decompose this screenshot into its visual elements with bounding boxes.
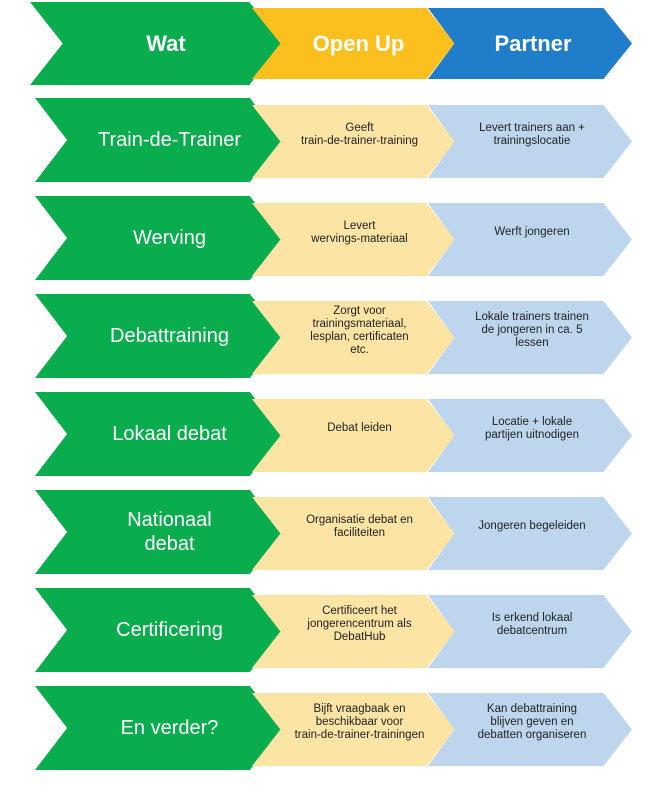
- chevron-wat: Werving: [35, 196, 282, 280]
- header-wat: Wat: [30, 2, 282, 85]
- chevron-partner: Is erkend lokaal debatcentrum: [428, 595, 632, 668]
- chevron-partner: Lokale trainers trainen de jongeren in c…: [428, 301, 632, 374]
- partner-text: Lokale trainers trainen de jongeren in c…: [475, 311, 589, 349]
- chevron-wat: Debattraining: [35, 294, 282, 378]
- chevron-wat: En verder?: [35, 686, 282, 770]
- chevron-open-up: Levert wervings-materiaal: [252, 203, 455, 276]
- chevron-wat: Nationaal debat: [35, 490, 282, 574]
- open-up-text: Levert wervings-materiaal: [311, 219, 408, 245]
- chevron-open-up: Geeft train-de-trainer-training: [252, 105, 455, 178]
- partner-text: Locatie + lokale partijen uitnodigen: [485, 415, 579, 441]
- header-wat-label: Wat: [146, 30, 186, 56]
- header-partner-label: Partner: [494, 31, 572, 56]
- wat-text: Lokaal debat: [112, 423, 227, 445]
- chevron-open-up: Bijft vraagbaak en beschikbaar voor trai…: [252, 693, 455, 766]
- chevron-open-up: Certificeert het jongerencentrum als Deb…: [252, 595, 455, 668]
- partner-text: Is erkend lokaal debatcentrum: [491, 611, 573, 637]
- chevron-wat: Certificering: [35, 588, 282, 672]
- wat-text: En verder?: [120, 717, 219, 739]
- wat-text: Train-de-Trainer: [98, 129, 241, 151]
- wat-text: Debattraining: [110, 325, 229, 347]
- open-up-text: Bijft vraagbaak en beschikbaar voor trai…: [294, 703, 425, 741]
- chevron-partner: Locatie + lokale partijen uitnodigen: [428, 399, 632, 472]
- wat-text: Werving: [133, 227, 206, 249]
- chevron-partner: Levert trainers aan + trainingslocatie: [428, 105, 632, 178]
- chevron-open-up: Debat leiden: [252, 399, 455, 472]
- chevron-wat: Lokaal debat: [35, 392, 282, 476]
- chevron-partner: Werft jongeren: [428, 203, 632, 276]
- chevron-partner: Jongeren begeleiden: [428, 497, 632, 570]
- open-up-text: Zorgt voor trainingsmateriaal, lesplan, …: [310, 304, 409, 356]
- header-open-up: Open Up: [252, 8, 455, 79]
- chevron-wat: Train-de-Trainer: [35, 98, 282, 182]
- wat-text: Nationaal debat: [127, 509, 212, 555]
- open-up-text: Certificeert het jongerencentrum als Deb…: [307, 605, 412, 643]
- header-partner: Partner: [428, 8, 632, 79]
- partner-text: Jongeren begeleiden: [478, 520, 586, 532]
- open-up-text: Geeft train-de-trainer-training: [301, 121, 418, 147]
- chevron-partner: Kan debattraining blijven geven en debat…: [428, 693, 632, 766]
- partner-text: Levert trainers aan + trainingslocatie: [479, 121, 585, 147]
- header-open-up-label: Open Up: [312, 31, 405, 56]
- partner-text: Kan debattraining blijven geven en debat…: [477, 703, 587, 741]
- partner-text: Werft jongeren: [494, 226, 570, 238]
- chevron-open-up: Organisatie debat en faciliteiten: [252, 497, 455, 570]
- chevron-open-up: Zorgt voor trainingsmateriaal, lesplan, …: [252, 301, 455, 374]
- open-up-text: Organisatie debat en faciliteiten: [306, 513, 413, 539]
- wat-text: Certificering: [116, 619, 223, 641]
- open-up-text: Debat leiden: [327, 422, 392, 434]
